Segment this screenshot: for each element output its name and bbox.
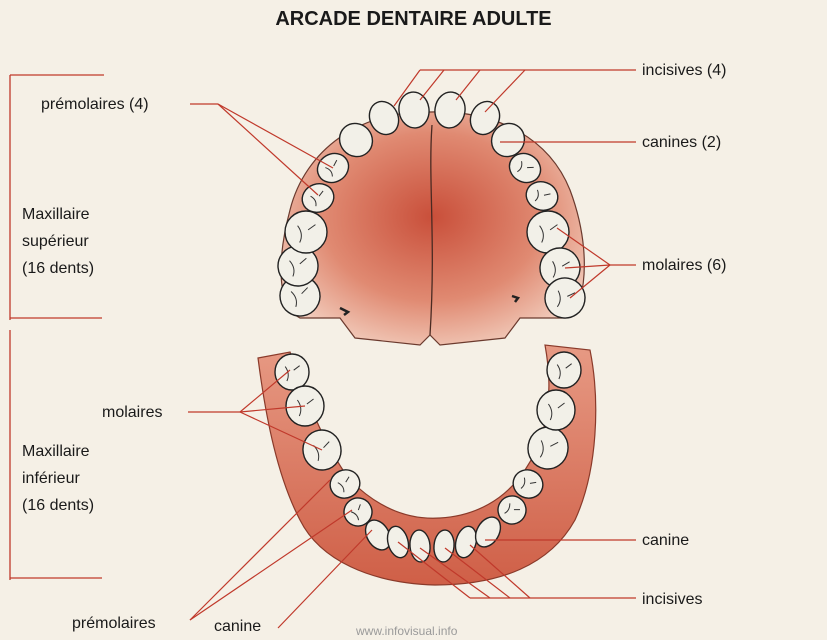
watermark: www.infovisual.info [356, 624, 457, 638]
label-upper-incisors: incisives (4) [642, 57, 726, 84]
lower-molar [547, 352, 581, 388]
lower-jaw-label-line3: (16 dents) [22, 492, 94, 519]
label-lower-canine-right: canine [642, 527, 689, 554]
label-lower-premolars: prémolaires [72, 610, 156, 637]
lower-molar [275, 354, 309, 390]
lower-jaw-label-line2: inférieur [22, 465, 80, 492]
label-lower-incisors: incisives [642, 586, 702, 613]
lower-jaw-label-line1: Maxillaire [22, 438, 90, 465]
upper-jaw-label-line2: supérieur [22, 228, 89, 255]
label-lower-molars: molaires [102, 399, 162, 426]
upper-jaw-label-line1: Maxillaire [22, 201, 90, 228]
label-upper-canines: canines (2) [642, 129, 721, 156]
label-lower-canine-left: canine [214, 613, 261, 640]
label-upper-premolars: prémolaires (4) [41, 91, 149, 118]
upper-molar [285, 211, 327, 253]
lower-molar [537, 390, 575, 430]
label-upper-molars: molaires (6) [642, 252, 726, 279]
upper-jaw-label-line3: (16 dents) [22, 255, 94, 282]
